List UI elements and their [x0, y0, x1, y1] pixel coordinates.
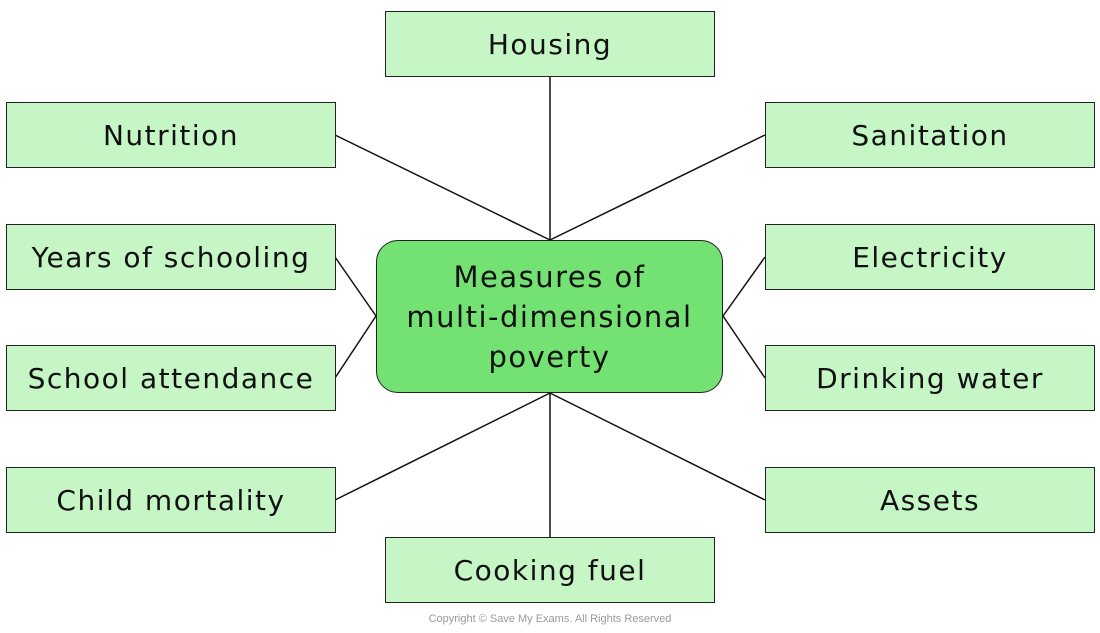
connector-electricity [722, 256, 766, 317]
node-assets-label: Assets [879, 483, 981, 517]
node-child-mortality-label: Child mortality [56, 483, 286, 517]
center-title-line-2: multi-dimensional [406, 299, 693, 334]
center-title-line-1: Measures of [453, 259, 646, 294]
center-title-line-3: poverty [488, 339, 611, 374]
node-sanitation-label: Sanitation [851, 118, 1009, 152]
node-cooking-fuel: Cooking fuel [385, 537, 715, 603]
node-drinking-water-label: Drinking water [816, 361, 1044, 395]
node-drinking-water: Drinking water [765, 345, 1095, 411]
node-child-mortality: Child mortality [6, 467, 336, 533]
connector-child-mortality [334, 392, 551, 501]
node-nutrition: Nutrition [6, 102, 336, 168]
node-electricity: Electricity [765, 224, 1095, 290]
node-cooking-fuel-label: Cooking fuel [453, 553, 647, 587]
connector-sanitation [549, 134, 766, 241]
connector-drinking-water [722, 315, 766, 379]
node-housing: Housing [385, 11, 715, 77]
node-years-of-schooling: Years of schooling [6, 224, 336, 290]
connector-years-of-schooling [334, 256, 377, 317]
node-school-attendance-label: School attendance [27, 361, 315, 395]
node-electricity-label: Electricity [852, 240, 1008, 274]
node-sanitation: Sanitation [765, 102, 1095, 168]
node-assets: Assets [765, 467, 1095, 533]
node-nutrition-label: Nutrition [102, 118, 240, 152]
node-school-attendance: School attendance [6, 345, 336, 411]
connector-school-attendance [334, 315, 377, 379]
copyright-notice: Copyright © Save My Exams. All Rights Re… [428, 613, 672, 625]
node-housing-label: Housing [487, 27, 613, 61]
connector-nutrition [334, 134, 551, 241]
node-years-of-schooling-label: Years of schooling [31, 240, 311, 274]
center-node: Measures of multi-dimensional poverty [376, 240, 723, 393]
connector-assets [549, 392, 766, 501]
